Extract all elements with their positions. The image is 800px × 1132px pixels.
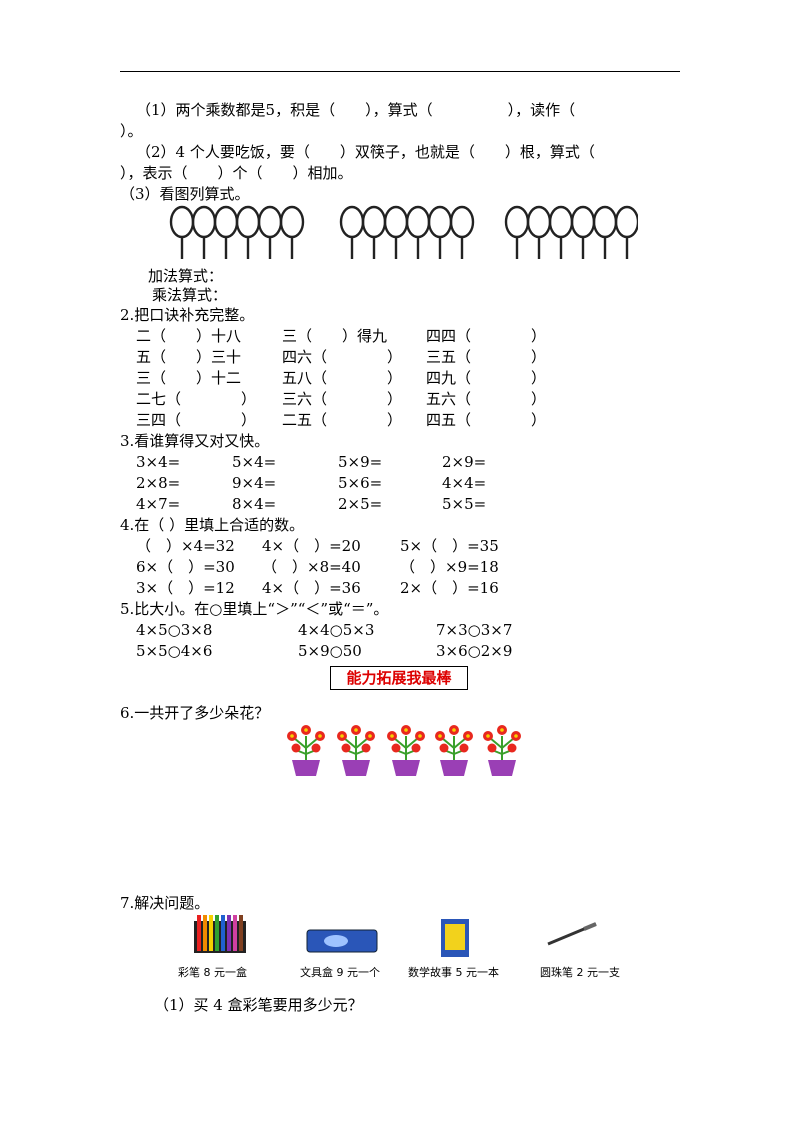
q2-cell: 三（ ）十二 (136, 369, 242, 387)
balloon-groups (169, 205, 638, 259)
section-banner: 能力拓展我最棒 (330, 666, 468, 690)
q2-cell: 三六（ ） (282, 390, 403, 408)
q5-cell: 7×3○3×7 (436, 621, 513, 639)
flower-pot-4 (434, 724, 474, 777)
flower-pot-3 (386, 724, 426, 777)
story-book-icon (441, 919, 469, 957)
flower-pots (286, 724, 522, 777)
q3-cell: 5×6= (338, 474, 383, 492)
q1-add-label: 加法算式： (148, 267, 224, 285)
q3-heading: 3.看谁算得又对又快。 (120, 432, 270, 450)
q3-cell: 2×9= (442, 453, 487, 471)
q2-cell: 四五（ ） (426, 411, 547, 429)
q2-cell: 五八（ ） (282, 369, 403, 387)
q4-cell: 3×（ ）=12 (136, 579, 235, 597)
q7-sub1: （1）买 4 盒彩笔要用多少元？ (154, 996, 363, 1014)
ballpoint-pen-icon (547, 922, 597, 946)
flower-pot-5 (482, 724, 522, 777)
balloon-group-3 (504, 205, 638, 259)
q3-cell: 4×7= (136, 495, 181, 513)
q2-cell: 四六（ ） (282, 348, 403, 366)
pencil-case-icon (306, 929, 378, 953)
item-caption: 圆珠笔 2 元一支 (540, 966, 620, 979)
colored-pens-icon (194, 915, 246, 953)
q4-cell: 5×（ ）=35 (400, 537, 499, 555)
item-caption: 文具盒 9 元一个 (300, 966, 380, 979)
header-rule (120, 71, 680, 72)
q5-cell: 3×6○2×9 (436, 642, 513, 660)
q4-cell: （ ）×9=18 (400, 558, 499, 576)
q2-cell: 二五（ ） (282, 411, 403, 429)
q3-cell: 4×4= (442, 474, 487, 492)
flower-pot-2 (336, 724, 376, 777)
q5-cell: 5×9○50 (298, 642, 362, 660)
q3-cell: 8×4= (232, 495, 277, 513)
q1-line1a: （1）两个乘数都是5，积是（ ），算式（ ），读作（ (136, 101, 576, 119)
q1-line1b: ）。 (120, 122, 143, 140)
q3-cell: 3×4= (136, 453, 181, 471)
q7-heading: 7.解决问题。 (120, 894, 210, 912)
q3-cell: 2×8= (136, 474, 181, 492)
q3-cell: 9×4= (232, 474, 277, 492)
q4-cell: 4×（ ）=36 (262, 579, 361, 597)
q2-heading: 2.把口诀补充完整。 (120, 306, 255, 324)
q2-cell: 二（ ）十八 (136, 327, 242, 345)
q5-cell: 4×5○3×8 (136, 621, 213, 639)
q1-line3: （3）看图列算式。 (120, 185, 250, 203)
q5-cell: 4×4○5×3 (298, 621, 375, 639)
q2-cell: 二七（ ） (136, 390, 257, 408)
q1-mul-label: 乘法算式： (152, 286, 228, 304)
q4-cell: 6×（ ）=30 (136, 558, 235, 576)
q6-heading: 6.一共开了多少朵花？ (120, 704, 270, 722)
flower-pot-1 (286, 724, 326, 777)
q2-cell: 四九（ ） (426, 369, 547, 387)
q3-cell: 5×4= (232, 453, 277, 471)
q2-cell: 四四（ ） (426, 327, 547, 345)
balloon-group-1 (169, 205, 305, 259)
q2-cell: 五（ ）三十 (136, 348, 242, 366)
q2-cell: 三四（ ） (136, 411, 257, 429)
q5-cell: 5×5○4×6 (136, 642, 213, 660)
q3-cell: 2×5= (338, 495, 383, 513)
q4-heading: 4.在（ ）里填上合适的数。 (120, 516, 305, 534)
q1-line2a: （2）4 个人要吃饭，要（ ）双筷子，也就是（ ）根，算式（ (136, 143, 595, 161)
q2-cell: 三（ ）得九 (282, 327, 388, 345)
q1-line2b: ），表示（ ）个（ ）相加。 (120, 164, 353, 182)
section-banner-text: 能力拓展我最棒 (346, 669, 452, 687)
q2-cell: 三五（ ） (426, 348, 547, 366)
q4-cell: 2×（ ）=16 (400, 579, 499, 597)
q2-cell: 五六（ ） (426, 390, 547, 408)
q4-cell: 4×（ ）=20 (262, 537, 361, 555)
q4-cell: （ ）×8=40 (262, 558, 361, 576)
q4-cell: （ ）×4=32 (136, 537, 235, 555)
q3-cell: 5×9= (338, 453, 383, 471)
balloon-group-2 (339, 205, 475, 259)
q3-cell: 5×5= (442, 495, 487, 513)
item-caption: 数学故事 5 元一本 (408, 966, 499, 979)
item-caption: 彩笔 8 元一盒 (178, 966, 247, 979)
q5-heading: 5.比大小。在○里填上“＞”“＜”或“＝”。 (120, 600, 389, 618)
